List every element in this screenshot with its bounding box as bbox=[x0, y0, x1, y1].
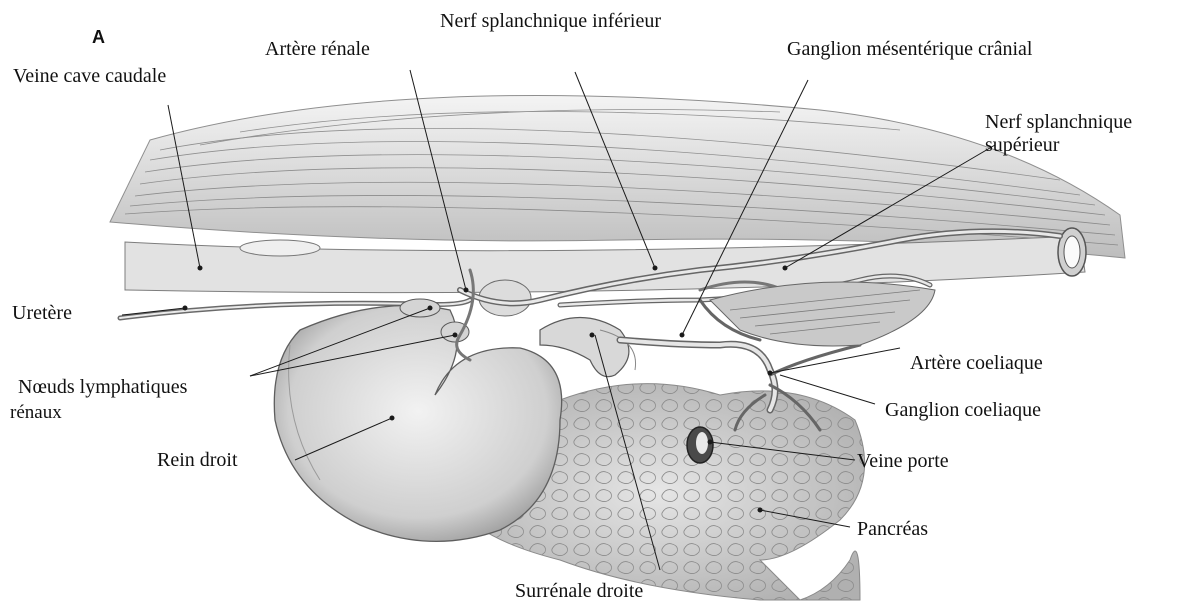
label-surrenale-droite: Surrénale droite bbox=[515, 580, 643, 602]
label-pancreas: Pancréas bbox=[857, 518, 928, 540]
label-artere-renale: Artère rénale bbox=[265, 38, 370, 60]
label-rein-droit: Rein droit bbox=[157, 449, 238, 471]
label-ganglion-coeliaque: Ganglion coeliaque bbox=[885, 399, 1041, 421]
label-nerf-splanchnique-superieur-line1: Nerf splanchnique bbox=[985, 111, 1132, 133]
label-veine-porte: Veine porte bbox=[857, 450, 949, 472]
label-artere-coeliaque: Artère coeliaque bbox=[910, 352, 1043, 374]
label-veine-cave-caudale: Veine cave caudale bbox=[13, 65, 166, 87]
label-nerf-splanchnique-superieur-line2: supérieur bbox=[985, 134, 1059, 156]
label-ganglion-mesenterique-cranial: Ganglion mésentérique crânial bbox=[787, 38, 1032, 60]
label-nerf-splanchnique-inferieur: Nerf splanchnique inférieur bbox=[440, 10, 661, 32]
panel-letter: A bbox=[92, 27, 105, 48]
adrenal-gland-drawing bbox=[540, 318, 636, 377]
label-uretere: Uretère bbox=[12, 302, 72, 324]
portal-vein-drawing bbox=[687, 427, 713, 463]
label-noeuds-lymphatiques-line1: Nœuds lymphatiques bbox=[18, 376, 187, 398]
label-noeuds-lymphatiques-line2: rénaux bbox=[10, 402, 62, 424]
right-kidney-drawing bbox=[274, 306, 561, 542]
